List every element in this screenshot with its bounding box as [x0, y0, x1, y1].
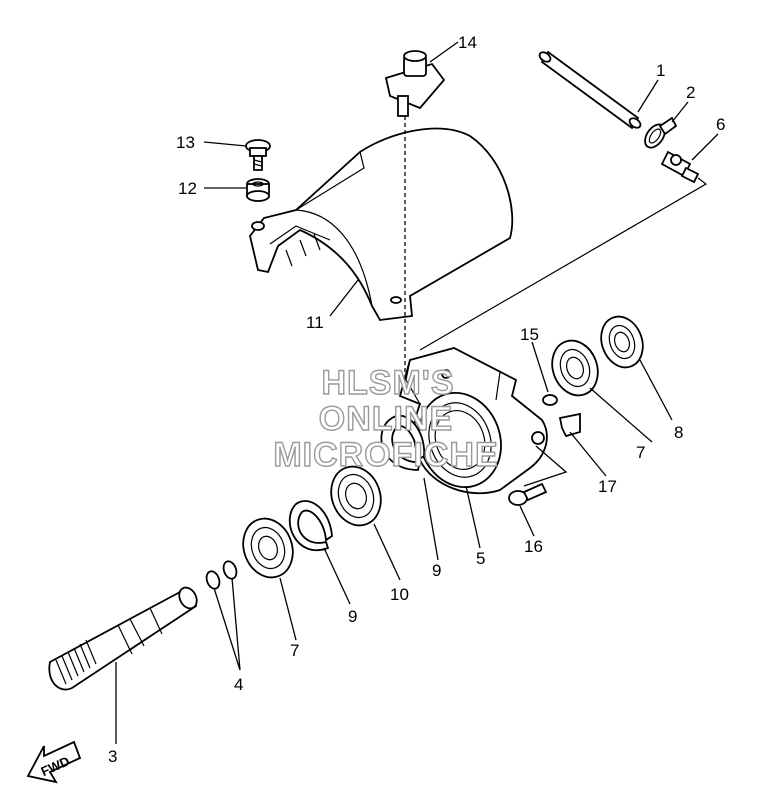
callout-3: 3 [108, 747, 117, 766]
part-13-bolt [245, 139, 271, 171]
part-11-cover [249, 127, 514, 321]
part-7-bearing-upper [551, 339, 599, 397]
callout-6: 6 [716, 115, 725, 134]
part-7-bearing-lower [242, 517, 294, 579]
part-17-plate [558, 412, 581, 438]
part-3-shaft [48, 586, 198, 691]
part-6-assembly-line [419, 177, 708, 351]
part-9-circlip-upper [380, 414, 425, 471]
svg-text:MICROFICHE: MICROFICHE [273, 436, 498, 474]
callout-labels: 1 2 6 14 13 12 11 15 8 7 17 16 5 9 10 9 … [108, 33, 725, 766]
callout-2: 2 [686, 83, 695, 102]
callout-8: 8 [674, 423, 683, 442]
fwd-arrow: FWD [26, 740, 82, 784]
part-9-circlip-lower [288, 500, 333, 552]
callout-5: 5 [476, 549, 485, 568]
part-2-clip [644, 116, 678, 149]
callout-11: 11 [306, 313, 324, 332]
part-4-o-rings [205, 560, 238, 590]
part-16-bolt [508, 482, 548, 506]
callout-15: 15 [520, 325, 539, 344]
part-15-dowel [542, 394, 558, 406]
callout-12: 12 [178, 179, 197, 198]
part-8-bearing [600, 315, 644, 369]
callout-16: 16 [524, 537, 543, 556]
part-14-cap [384, 50, 446, 117]
svg-text:HLSM'S: HLSM'S [321, 364, 454, 402]
part-1-rod [538, 50, 642, 130]
svg-text:ONLINE: ONLINE [319, 400, 453, 438]
callout-17: 17 [598, 477, 617, 496]
callout-10: 10 [390, 585, 409, 604]
watermark: HLSM'S ONLINE MICROFICHE [273, 363, 499, 474]
callout-14: 14 [458, 33, 477, 52]
part-5-housing [398, 347, 548, 495]
part-12-collar [246, 178, 270, 202]
callout-1: 1 [656, 61, 665, 80]
leader-lines [115, 41, 719, 744]
callout-9-lower: 9 [348, 607, 357, 626]
part-10-seal [330, 465, 382, 527]
callout-4: 4 [234, 675, 243, 694]
callout-13: 13 [176, 133, 195, 152]
part-6-nipple [660, 150, 700, 184]
callout-7-upper: 7 [636, 443, 645, 462]
callout-9-upper: 9 [432, 561, 441, 580]
callout-7-lower: 7 [290, 641, 299, 660]
